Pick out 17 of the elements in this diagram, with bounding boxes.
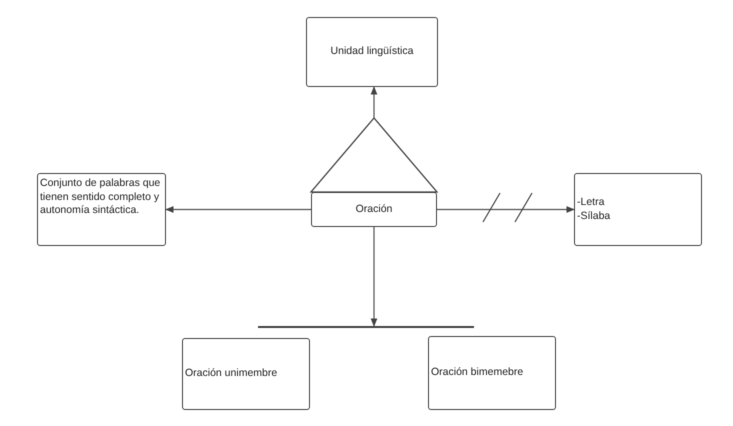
box-text: -Sílaba xyxy=(577,210,610,224)
text-box xyxy=(428,336,556,410)
box-text: Oración bimemebre xyxy=(431,366,524,380)
arrow xyxy=(437,206,575,213)
arrow xyxy=(370,227,378,327)
arrow xyxy=(370,86,378,118)
box-text: Oración xyxy=(356,202,392,216)
text-box xyxy=(182,338,310,410)
text-box xyxy=(311,192,437,227)
text-box xyxy=(37,173,166,246)
box-text: Conjunto de palabras que tienen sentido completo y autonomía sintáctica. xyxy=(40,177,162,218)
arrow xyxy=(165,206,311,213)
text-box xyxy=(306,17,438,87)
box-text: Unidad lingüística xyxy=(330,45,414,59)
text-box xyxy=(574,173,702,246)
box-text: Oración unimembre xyxy=(185,367,278,381)
box-text: -Letra xyxy=(577,196,604,210)
